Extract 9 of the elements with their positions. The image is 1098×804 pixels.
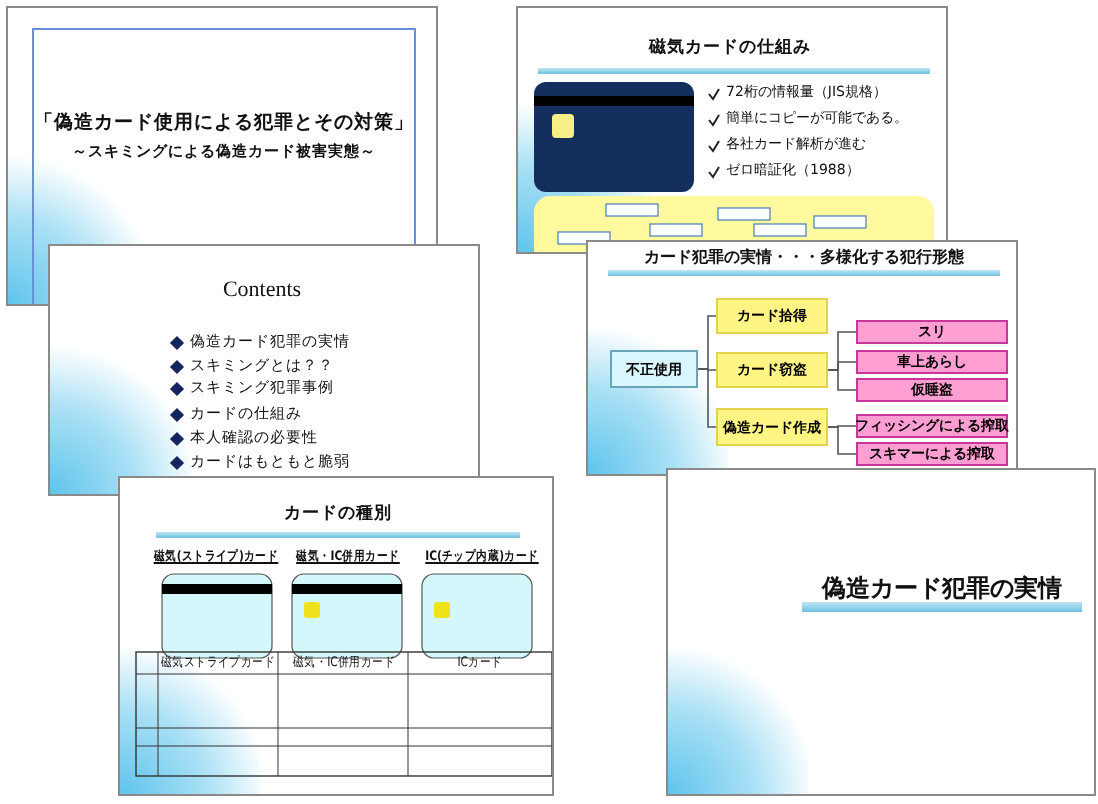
slide-heading: カードの種別 xyxy=(284,504,392,525)
slide-heading: 偽造カード犯罪の実情 xyxy=(822,574,1062,603)
slide-heading: Contents xyxy=(222,278,302,305)
connector-line xyxy=(827,426,857,455)
connector-line xyxy=(697,368,717,428)
slide-title: 「偽造カード使用による犯罪とその対策」 xyxy=(34,112,414,135)
slide-heading: カード犯罪の実情・・・多様化する犯行形態 xyxy=(644,248,964,268)
connector-line xyxy=(827,369,857,391)
slide-heading: 磁気カードの仕組み xyxy=(649,38,811,59)
